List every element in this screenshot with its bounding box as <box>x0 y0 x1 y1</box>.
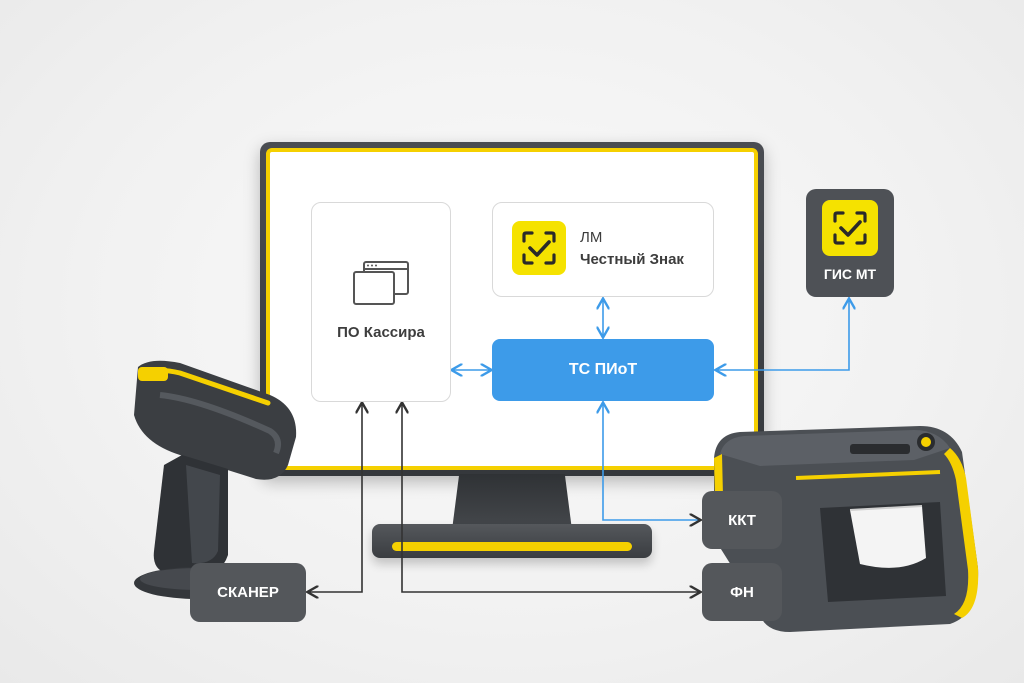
gis-mt-label: ГИС МТ <box>823 266 877 282</box>
scanner-tag: СКАНЕР <box>190 563 306 622</box>
lm-logo <box>512 221 566 275</box>
fn-tag: ФН <box>702 563 782 621</box>
link-po-fn <box>402 404 699 592</box>
scanner-label: СКАНЕР <box>217 584 279 601</box>
po-kassira-card <box>311 202 451 402</box>
lm-subtitle: Честный Знак <box>580 251 684 268</box>
po-kassira-label: ПО Кассира <box>337 324 425 341</box>
check-scan-icon <box>833 211 867 245</box>
ts-piot-label: ТС ПИоТ <box>568 361 638 378</box>
link-ts-kkt <box>603 404 699 520</box>
lm-title: ЛМ <box>580 229 603 246</box>
kkt-label: ККТ <box>728 511 756 529</box>
kkt-tag: ККТ <box>702 491 782 549</box>
link-po-scanner <box>309 404 362 592</box>
link-ts-gis <box>717 300 849 370</box>
ts-piot-box: ТС ПИоТ <box>492 339 714 401</box>
window-stack-icon <box>353 261 409 305</box>
gis-mt-logo <box>822 200 878 256</box>
fn-label: ФН <box>730 583 754 601</box>
check-scan-icon <box>522 231 556 265</box>
